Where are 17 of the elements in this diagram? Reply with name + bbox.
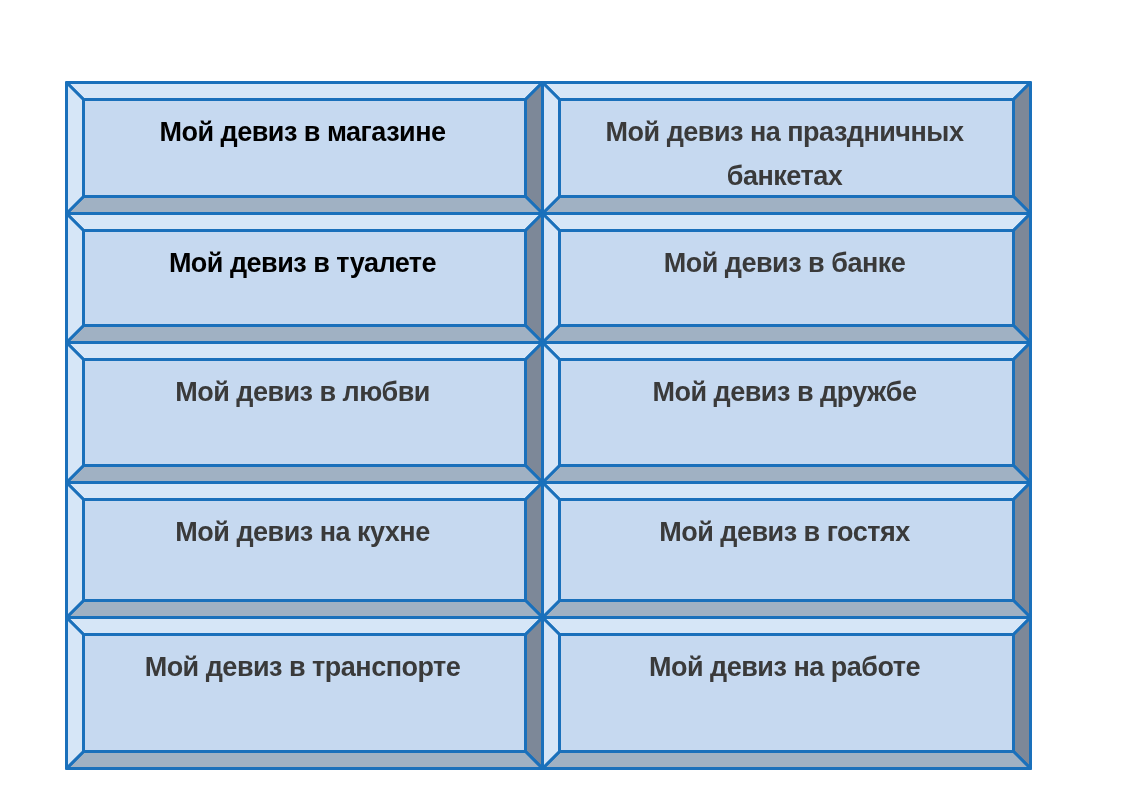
box-label: Мой девиз в банке [662,246,907,280]
box-label: Мой девиз на работе [648,650,921,684]
beveled-box [64,80,544,215]
box-label: Мой девиз в дружбе [651,375,918,409]
beveled-box [540,615,1032,770]
box-label: Мой девиз в гостях [658,515,911,549]
beveled-box [540,80,1032,215]
beveled-box [64,211,544,344]
beveled-box [64,480,544,619]
beveled-box [64,340,544,484]
beveled-box [64,615,544,770]
box-label: Мой девиз в любви [174,375,431,409]
box-label: Мой девиз на кухне [174,515,431,549]
box-label: Мой девиз в туалете [167,246,438,280]
box-label: Мой девиз в транспорте [143,650,462,684]
box-label: Мой девиз на праздничных банкетах [604,115,965,193]
box-label: Мой девиз в магазине [158,115,447,149]
